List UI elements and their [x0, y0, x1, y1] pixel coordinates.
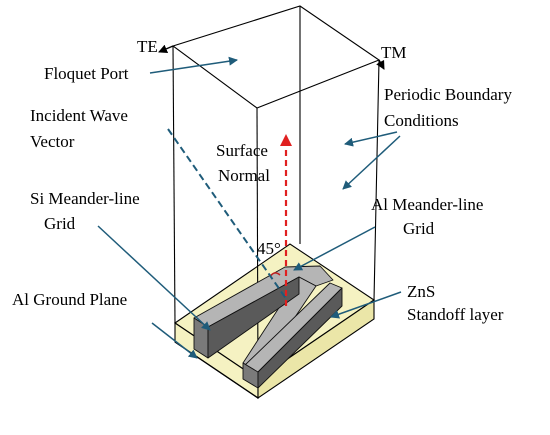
- box-edge-left: [172, 45, 176, 324]
- floquet-port-face: [171, 5, 381, 109]
- periodic-boundary-label-2: Conditions: [384, 111, 459, 130]
- te-label: TE: [137, 37, 158, 56]
- periodic-boundary-label: Periodic Boundary: [384, 85, 512, 104]
- zns-arrow: [330, 291, 402, 319]
- tm-arrow: [376, 59, 385, 70]
- periodic-arrow-2: [342, 135, 401, 190]
- surface-normal-label: Surface: [216, 141, 268, 160]
- al-meander-label: Al Meander-line: [371, 195, 483, 214]
- floquet-port-label: Floquet Port: [44, 64, 129, 83]
- standoff-layer-side: [257, 298, 375, 400]
- al-ground-plane-label: Al Ground Plane: [12, 290, 127, 309]
- periodic-arrow-1: [344, 131, 398, 147]
- floquet-port-arrow: [149, 56, 238, 74]
- zns-label: ZnS: [407, 282, 435, 301]
- si-grid-arrow: [97, 225, 211, 331]
- si-meander-label-2: Grid: [44, 214, 76, 233]
- al-meander-label-2: Grid: [403, 219, 435, 238]
- zns-label-2: Standoff layer: [407, 305, 504, 324]
- ground-plane-arrow: [151, 322, 198, 359]
- te-arrow: [158, 44, 174, 53]
- pointer-arrows: [97, 56, 402, 359]
- meander-line-grid: [193, 265, 343, 389]
- incident-wave-label: Incident Wave: [30, 106, 128, 125]
- tm-label: TM: [381, 43, 407, 62]
- incident-wave-label-2: Vector: [30, 132, 75, 151]
- al-grid-arrow: [293, 226, 376, 271]
- simulation-box: [171, 5, 381, 380]
- incident-wave-vector: [167, 128, 288, 301]
- surface-normal-label-2: Normal: [218, 166, 270, 185]
- si-meander-label: Si Meander-line: [30, 189, 140, 208]
- angle-label: 45°: [257, 239, 281, 258]
- box-edge-front: [256, 107, 259, 380]
- box-edge-right: [373, 59, 380, 301]
- wall-side: [257, 287, 343, 389]
- wall-side: [207, 276, 300, 359]
